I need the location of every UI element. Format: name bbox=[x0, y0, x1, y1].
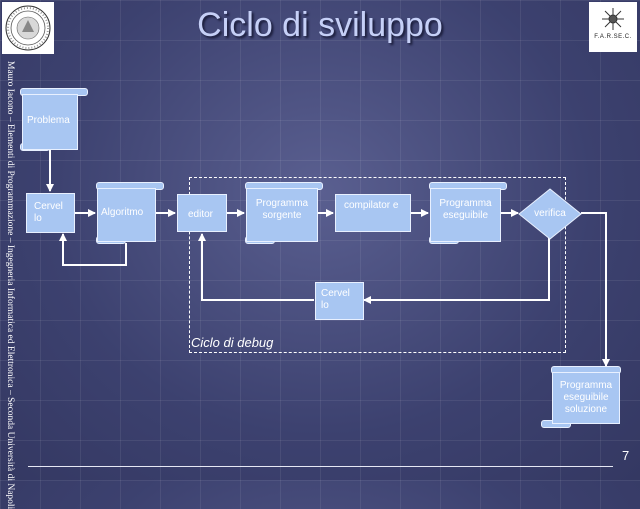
debug-cycle-border bbox=[189, 177, 566, 353]
university-seal-logo bbox=[2, 2, 54, 54]
debug-cycle-label: Ciclo di debug bbox=[191, 335, 274, 350]
node-algoritmo: Algoritmo bbox=[97, 188, 156, 242]
node-programma-sorgente: Programma sorgente bbox=[246, 188, 318, 242]
footer-rule bbox=[28, 466, 613, 467]
logo-lettering: F.A.R.SE.C. bbox=[594, 34, 632, 40]
page-number: 7 bbox=[622, 448, 630, 463]
node-cervello: Cervel lo bbox=[26, 193, 75, 233]
node-programma-eseguibile: Programma eseguibile bbox=[430, 188, 501, 242]
node-problema: Problema bbox=[22, 94, 78, 150]
node-compilatore: compilator e bbox=[335, 194, 411, 232]
slide-title: Ciclo di sviluppo bbox=[197, 6, 443, 44]
arrow-verifica-to-soluzione bbox=[581, 212, 610, 367]
arrow-cervello2-to-editor bbox=[198, 233, 314, 301]
verifica-label: verifica bbox=[534, 208, 566, 219]
flow-arrows bbox=[46, 150, 610, 367]
node-editor: editor bbox=[177, 194, 227, 232]
arrow-verifica-to-cervello2 bbox=[363, 238, 550, 304]
node-cervello-debug: Cervel lo bbox=[315, 282, 364, 320]
arrow-algoritmo-back-to-cervello bbox=[59, 233, 127, 266]
farsec-logo: F.A.R.SE.C. bbox=[589, 2, 637, 52]
node-programma-eseguibile-soluzione: Programma eseguibile soluzione bbox=[552, 372, 620, 424]
verifica-decision bbox=[518, 188, 582, 240]
